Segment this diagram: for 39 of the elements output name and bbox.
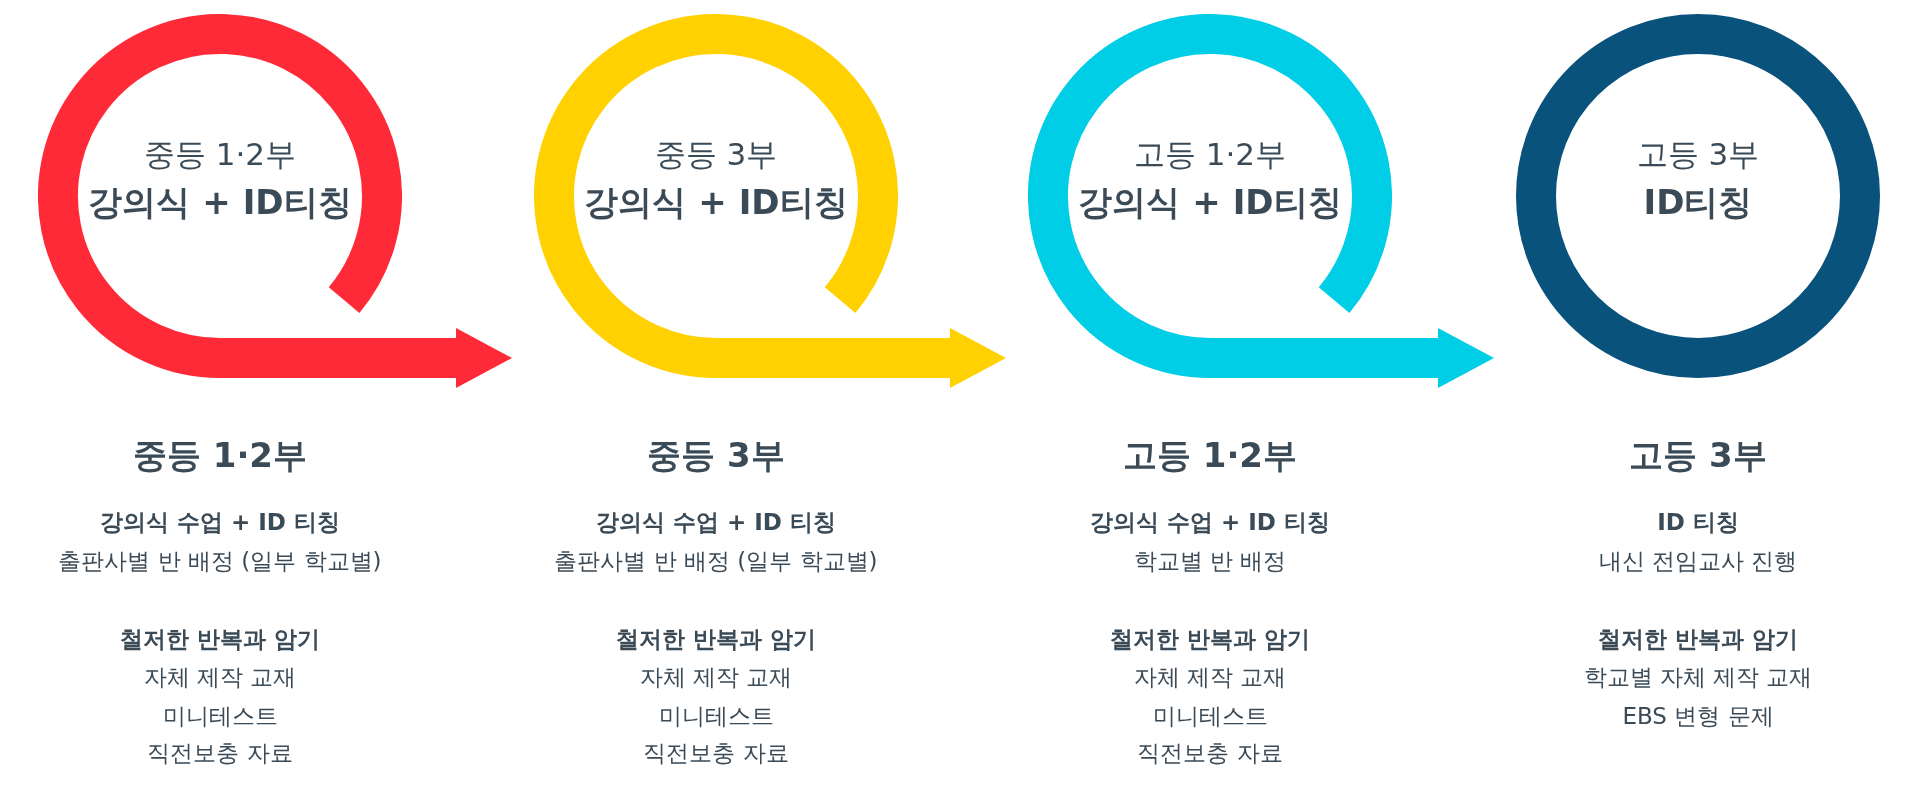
- description-text: 직전보충 자료: [1137, 739, 1283, 768]
- column-heading: 중등 3부: [647, 434, 785, 477]
- arrow: [898, 328, 1006, 388]
- arrow: [402, 328, 512, 388]
- method-label: 강의식 + ID티칭: [583, 181, 849, 224]
- method-label: ID티칭: [1642, 181, 1754, 224]
- description-text: EBS 변형 문제: [1622, 702, 1774, 731]
- description-text: 학교별 반 배정: [1133, 547, 1287, 576]
- description-text: 내신 전임교사 진행: [1598, 547, 1798, 576]
- section-heading: 철저한 반복과 암기: [120, 625, 320, 654]
- stage-label: 중등 3부: [653, 135, 779, 174]
- column-heading: 고등 1·2부: [1122, 434, 1298, 477]
- stage-label: 고등 3부: [1635, 135, 1761, 174]
- arrow: [1392, 328, 1494, 388]
- section-heading: 강의식 수업 + ID 티칭: [100, 508, 340, 537]
- description-text: 자체 제작 교재: [143, 663, 297, 692]
- description-text: 미니테스트: [1152, 702, 1268, 731]
- description-text: 미니테스트: [658, 702, 774, 731]
- section-heading: 철저한 반복과 암기: [1110, 625, 1310, 654]
- description-text: 자체 제작 교재: [1133, 663, 1287, 692]
- section-heading: ID 티칭: [1657, 508, 1739, 537]
- description-text: 미니테스트: [162, 702, 278, 731]
- method-label: 강의식 + ID티칭: [1077, 181, 1343, 224]
- description-text: 학교별 자체 제작 교재: [1583, 663, 1813, 692]
- ring-circle: [1516, 14, 1880, 378]
- stage-label: 고등 1·2부: [1132, 135, 1288, 174]
- column-heading: 중등 1·2부: [132, 434, 308, 477]
- stage-label: 중등 1·2부: [142, 135, 298, 174]
- description-text: 출판사별 반 배정 (일부 학교별): [58, 547, 382, 576]
- section-heading: 철저한 반복과 암기: [616, 625, 816, 654]
- description-text: 출판사별 반 배정 (일부 학교별): [554, 547, 878, 576]
- section-heading: 강의식 수업 + ID 티칭: [596, 508, 836, 537]
- column-heading: 고등 3부: [1629, 434, 1767, 477]
- section-heading: 강의식 수업 + ID 티칭: [1090, 508, 1330, 537]
- section-heading: 철저한 반복과 암기: [1598, 625, 1798, 654]
- method-label: 강의식 + ID티칭: [87, 181, 353, 224]
- description-text: 직전보충 자료: [643, 739, 789, 768]
- description-text: 직전보충 자료: [147, 739, 293, 768]
- description-text: 자체 제작 교재: [639, 663, 793, 692]
